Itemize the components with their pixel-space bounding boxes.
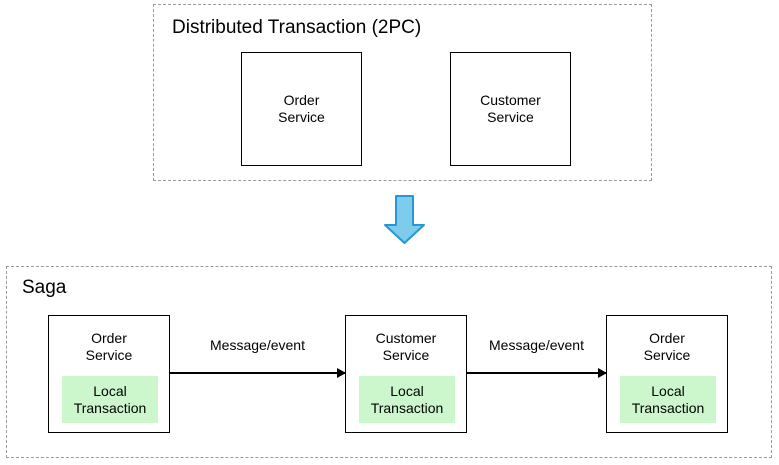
service-label-saga-order-service-1: Order Service — [85, 330, 133, 363]
group-title-saga: Saga — [22, 277, 67, 298]
service-box-saga-order-service-1[interactable]: Order Service Local Transaction — [48, 315, 170, 433]
group-title-distributed-transaction: Distributed Transaction (2PC) — [172, 17, 422, 38]
connector-arrow-1 — [170, 372, 345, 374]
connector-arrow-2 — [467, 372, 606, 374]
service-box-saga-customer-service[interactable]: Customer Service Local Transaction — [345, 315, 467, 433]
service-box-customer-service[interactable]: Customer Service — [450, 52, 571, 166]
service-box-order-service[interactable]: Order Service — [241, 52, 362, 166]
local-transaction-chip-3: Local Transaction — [620, 376, 716, 423]
service-label-saga-order-service-2: Order Service — [643, 330, 691, 363]
down-arrow-icon — [383, 194, 426, 245]
connector-label-1: Message/event — [210, 337, 305, 353]
service-box-saga-order-service-2[interactable]: Order Service Local Transaction — [606, 315, 728, 433]
group-distributed-transaction — [153, 4, 652, 181]
connector-label-2: Message/event — [489, 337, 584, 353]
service-label-saga-customer-service: Customer Service — [375, 330, 437, 363]
group-saga — [6, 266, 772, 458]
local-transaction-chip-2: Local Transaction — [359, 376, 455, 423]
service-label-order-service: Order Service — [278, 92, 325, 125]
local-transaction-chip-1: Local Transaction — [62, 376, 158, 423]
service-label-customer-service: Customer Service — [480, 92, 541, 125]
